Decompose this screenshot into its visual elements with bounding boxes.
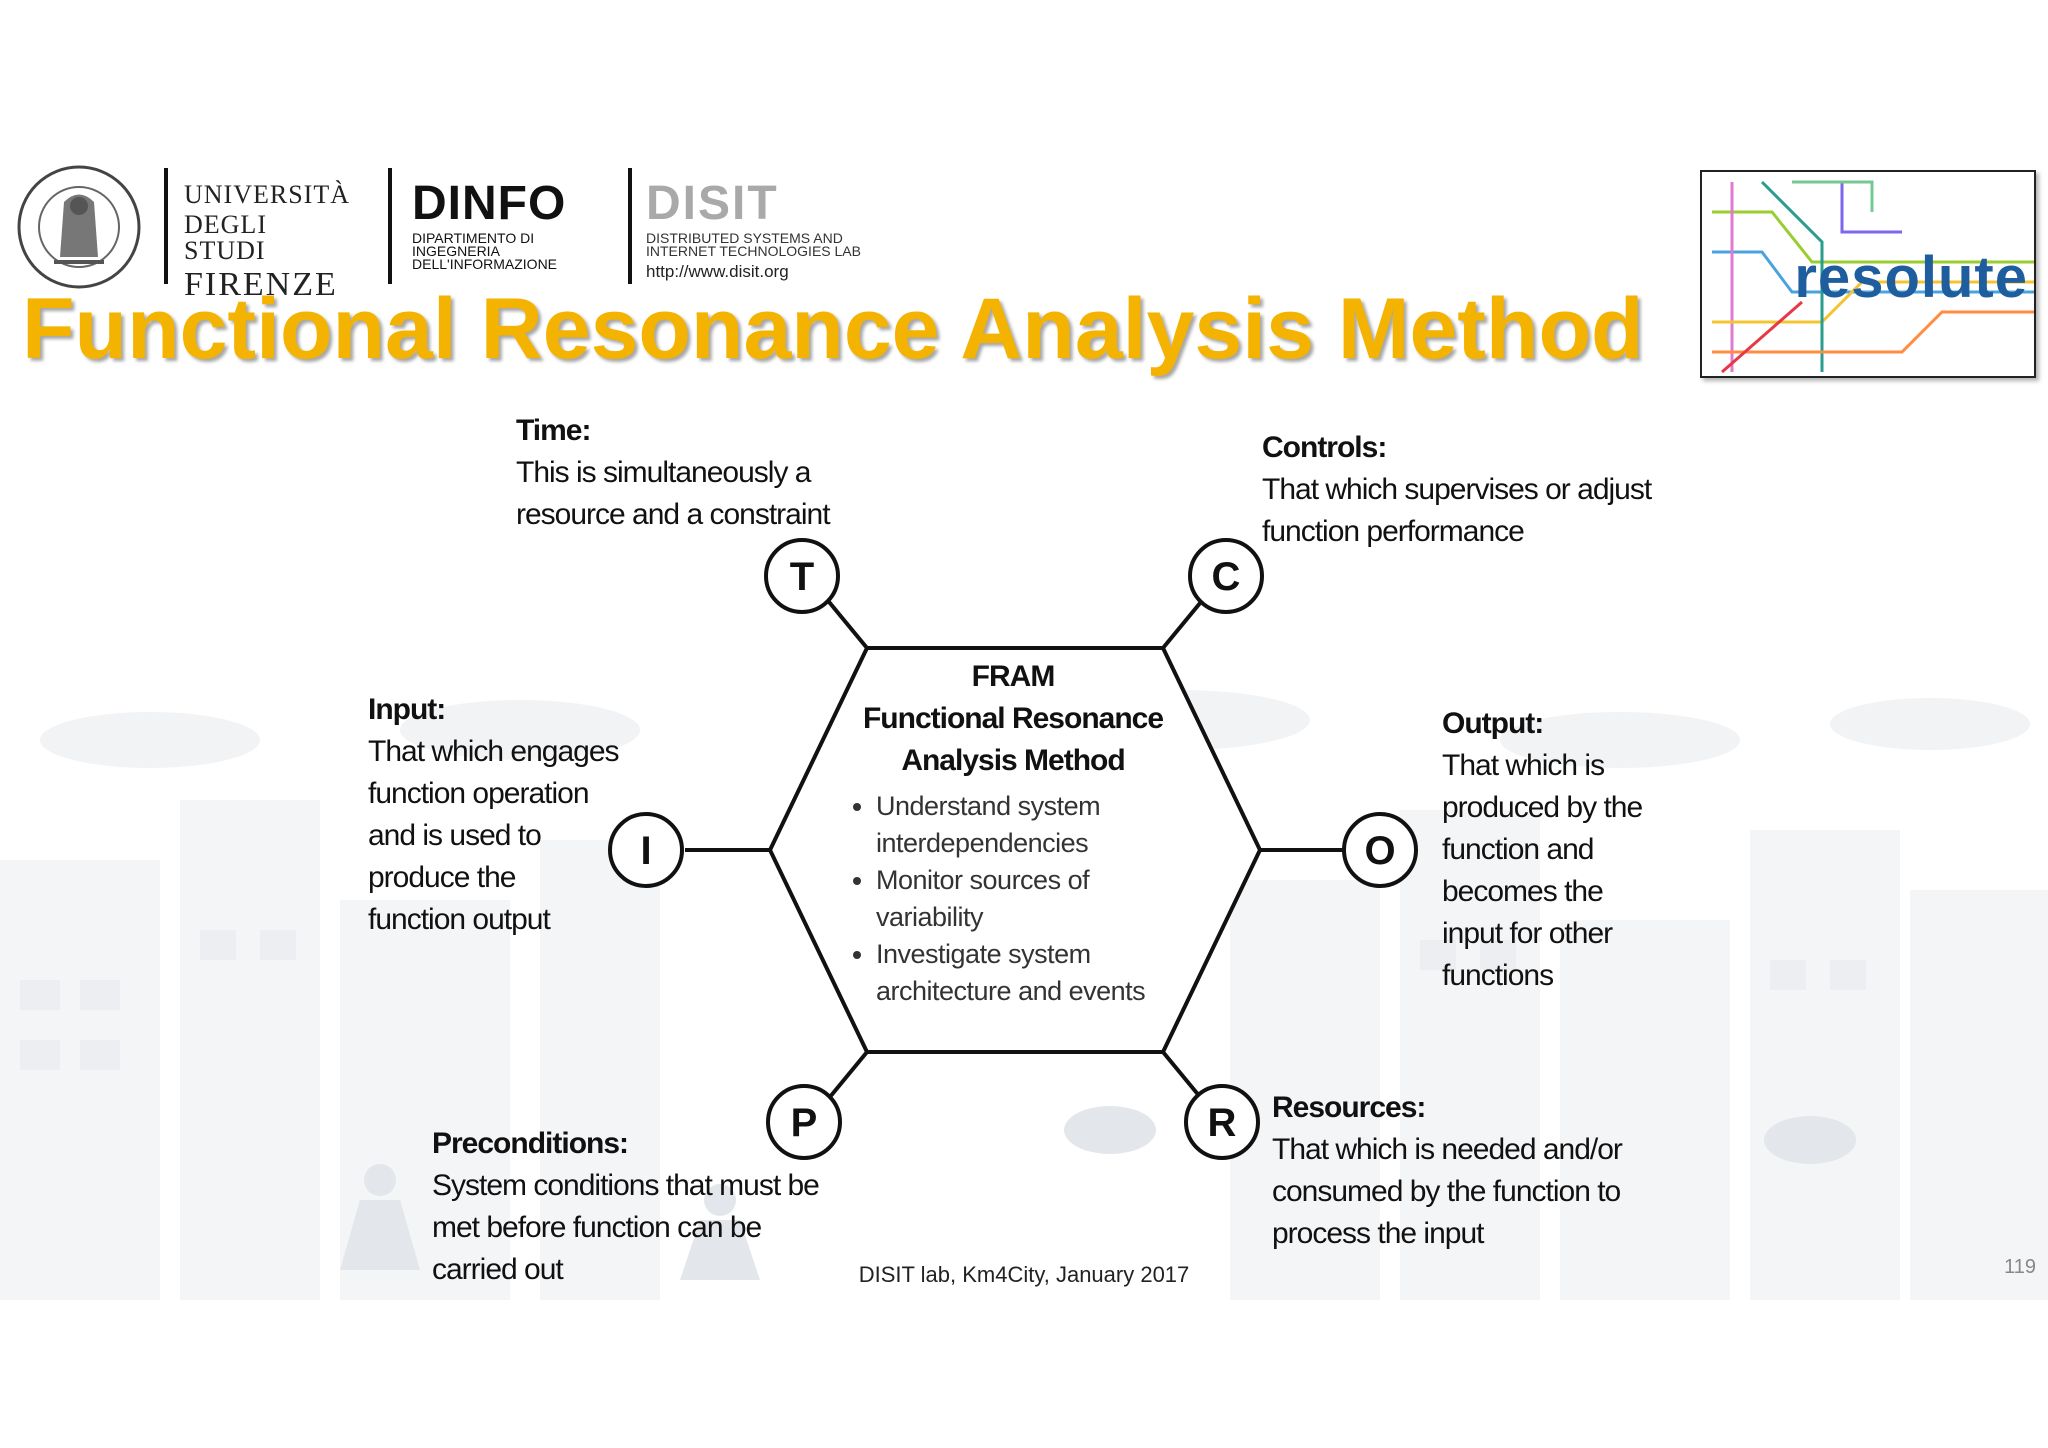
page-number: 119 [2004,1256,2036,1278]
fram-hexagon-diagram: T C I O P R [608,538,1418,1160]
university-seal-icon [17,165,141,289]
control-node-letter: C [1212,555,1241,599]
university-logo: UNIVERSITÀ DEGLI STUDI FIRENZE [184,180,350,303]
center-bullet-list: Understand system interdependencies Moni… [830,788,1196,1010]
slide-footer: DISIT lab, Km4City, January 2017 [858,1262,1190,1287]
fram-diagram: T C I O P R FRAM Functional Resonance An… [0,380,2048,1300]
city-background [0,690,2048,1300]
time-node-letter: T [790,555,814,599]
time-node-circle [764,538,840,614]
logo-separator [388,168,392,284]
control-node-circle [1188,538,1264,614]
bullet-item: Understand system interdependencies [876,788,1196,862]
resolute-logo: resolute [1700,170,2036,378]
control-label: Controls: That which supervises or adjus… [1262,431,1652,548]
transit-map-icon [1712,180,2034,374]
center-subtitle-2: Analysis Method [901,744,1125,777]
resolute-wordmark: resolute [1794,245,2028,310]
precondition-node-letter: P [791,1101,818,1145]
output-node-circle [1342,812,1418,888]
input-node-circle [608,812,684,888]
hexagon-center-text: FRAM Functional Resonance Analysis Metho… [830,656,1196,1010]
resource-node-letter: R [1208,1101,1237,1145]
precondition-label: Preconditions: System conditions that mu… [432,1127,820,1286]
input-node-letter: I [640,829,651,873]
output-label: Output: That which is produced by the fu… [1442,707,1643,992]
slide: UNIVERSITÀ DEGLI STUDI FIRENZE DINFO DIP… [0,0,2048,1300]
bullet-item: Investigate system architecture and even… [876,936,1196,1010]
output-node-letter: O [1364,829,1395,873]
function-hexagon [767,646,1263,1054]
time-label: Time: This is simultaneously a resource … [516,414,831,531]
center-title: FRAM [971,660,1056,693]
dinfo-logo: DINFO DIPARTIMENTO DI INGEGNERIA DELL'IN… [412,177,567,272]
resource-label: Resources: That which is needed and/or c… [1272,1091,1623,1250]
page-title: Functional Resonance Analysis Method [22,281,1644,377]
precondition-node-circle [766,1084,842,1160]
disit-logo: DISIT DISTRIBUTED SYSTEMS AND INTERNET T… [646,180,876,282]
resource-node-circle [1184,1084,1260,1160]
logo-separator [628,168,632,284]
bullet-item: Monitor sources of variability [876,862,1196,936]
disit-url[interactable]: http://www.disit.org [646,262,789,281]
input-label: Input: That which engages function opera… [368,693,620,936]
logo-separator [164,168,168,284]
center-subtitle-1: Functional Resonance [862,702,1164,735]
